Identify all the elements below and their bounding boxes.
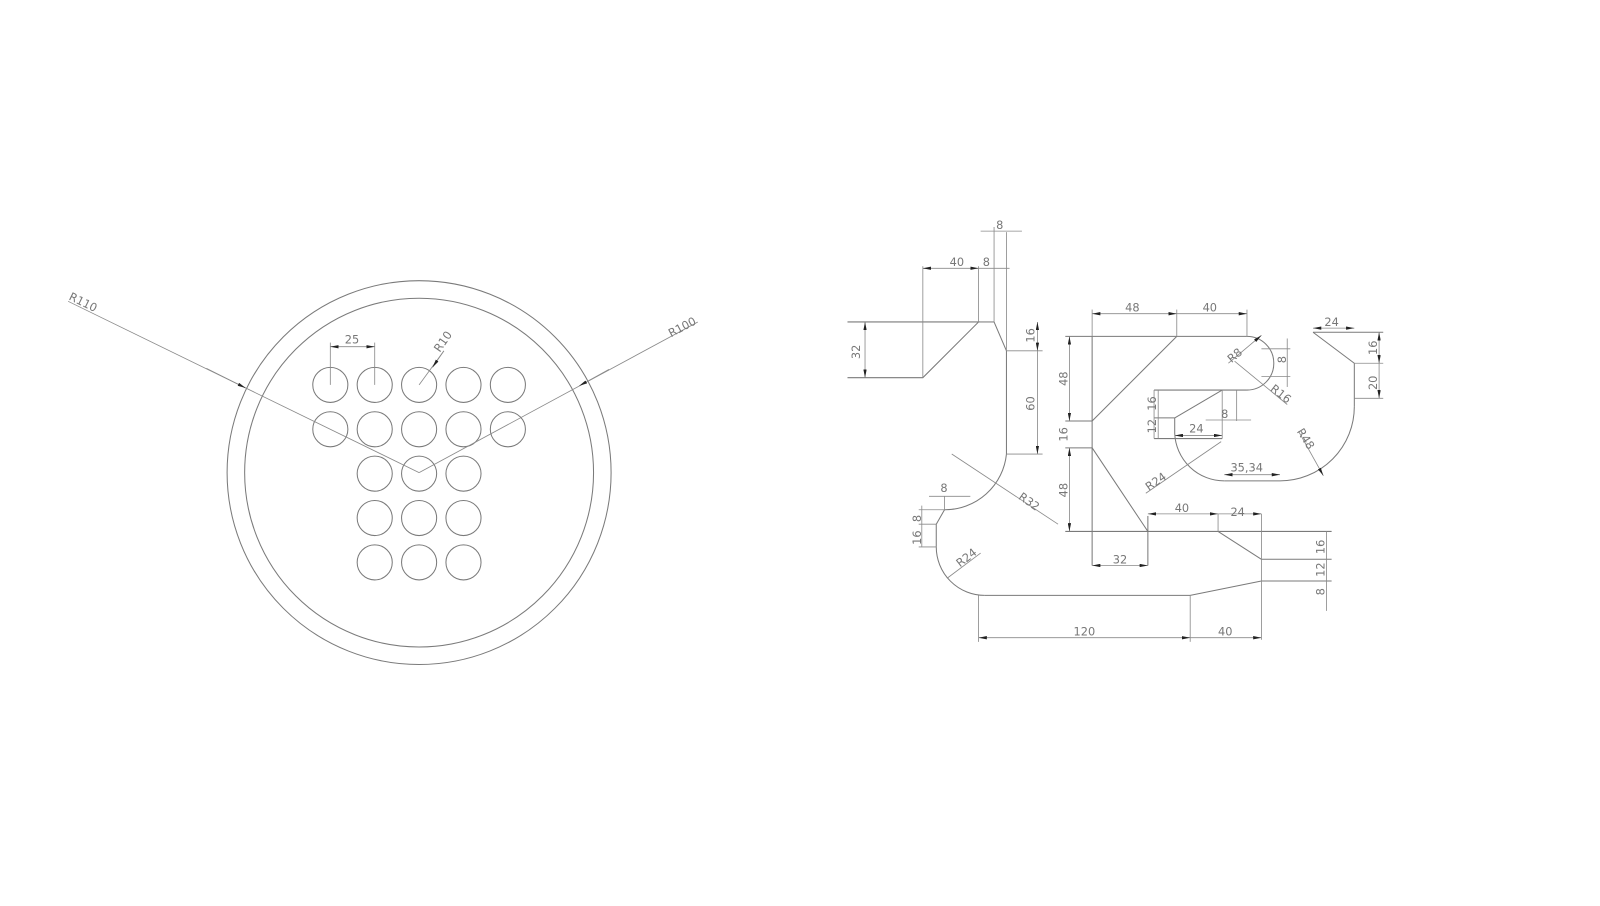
svg-text:R8: R8 (1224, 345, 1245, 365)
svg-text:R16: R16 (1268, 381, 1294, 406)
hole (445, 455, 482, 492)
svg-text:16: 16 (910, 530, 924, 544)
svg-text:40: 40 (1175, 501, 1189, 515)
svg-text:8: 8 (1221, 407, 1228, 421)
hole-pattern (312, 366, 526, 581)
hole (356, 455, 393, 492)
hole (445, 411, 482, 448)
r100-leader (418, 321, 699, 473)
svg-text:48: 48 (1056, 371, 1070, 385)
svg-text:48: 48 (1056, 483, 1070, 497)
r100-label: R100 (666, 314, 699, 340)
svg-text:35,34: 35,34 (1230, 461, 1262, 475)
r110-label: R110 (67, 289, 100, 315)
svg-text:R32: R32 (1016, 489, 1042, 513)
svg-text:20: 20 (1366, 376, 1380, 390)
hole (312, 411, 349, 448)
hole (445, 544, 482, 581)
svg-text:8: 8 (996, 218, 1003, 232)
inner-circle (244, 297, 595, 648)
svg-text:8: 8 (940, 481, 947, 495)
hole (401, 455, 438, 492)
svg-text:40: 40 (950, 255, 964, 269)
svg-text:16: 16 (1023, 328, 1037, 342)
svg-text:32: 32 (849, 345, 863, 359)
circular-plate: R110 R100 R10 25 (67, 280, 699, 666)
svg-text:16: 16 (1313, 540, 1327, 554)
svg-text:24: 24 (1230, 505, 1244, 519)
hole (489, 411, 526, 448)
svg-text:32: 32 (1113, 552, 1127, 566)
svg-text:12: 12 (1145, 419, 1159, 433)
hole (489, 366, 526, 403)
svg-text:16: 16 (1145, 396, 1159, 410)
hole (356, 544, 393, 581)
svg-text:8: 8 (1275, 356, 1289, 363)
svg-text:40: 40 (1203, 301, 1217, 315)
hole (356, 411, 393, 448)
svg-text:16: 16 (1366, 341, 1380, 355)
r10-label: R10 (431, 328, 455, 354)
bracket-profile: 8 40 8 32 16 60 R32 8 8 16 R24 (847, 218, 1384, 642)
hole (445, 499, 482, 537)
svg-text:24: 24 (1324, 315, 1338, 329)
svg-text:24: 24 (1189, 421, 1203, 435)
svg-text:R24: R24 (1143, 469, 1169, 493)
hole (401, 499, 438, 537)
hole (401, 366, 438, 403)
outer-circle (226, 280, 612, 666)
svg-text:40: 40 (1218, 625, 1232, 639)
svg-text:R24: R24 (953, 545, 979, 570)
pitch-25-label: 25 (345, 333, 359, 347)
hole (401, 411, 438, 448)
hole (356, 499, 393, 537)
svg-text:60: 60 (1023, 396, 1037, 410)
svg-text:R48: R48 (1294, 426, 1318, 452)
svg-text:48: 48 (1125, 301, 1139, 315)
svg-text:8: 8 (1313, 588, 1327, 595)
svg-text:16: 16 (1056, 427, 1070, 441)
hole (401, 544, 438, 581)
hole (445, 366, 482, 403)
svg-text:12: 12 (1313, 562, 1327, 576)
svg-text:8: 8 (910, 515, 924, 522)
svg-text:120: 120 (1074, 625, 1096, 639)
svg-text:8: 8 (983, 255, 990, 269)
